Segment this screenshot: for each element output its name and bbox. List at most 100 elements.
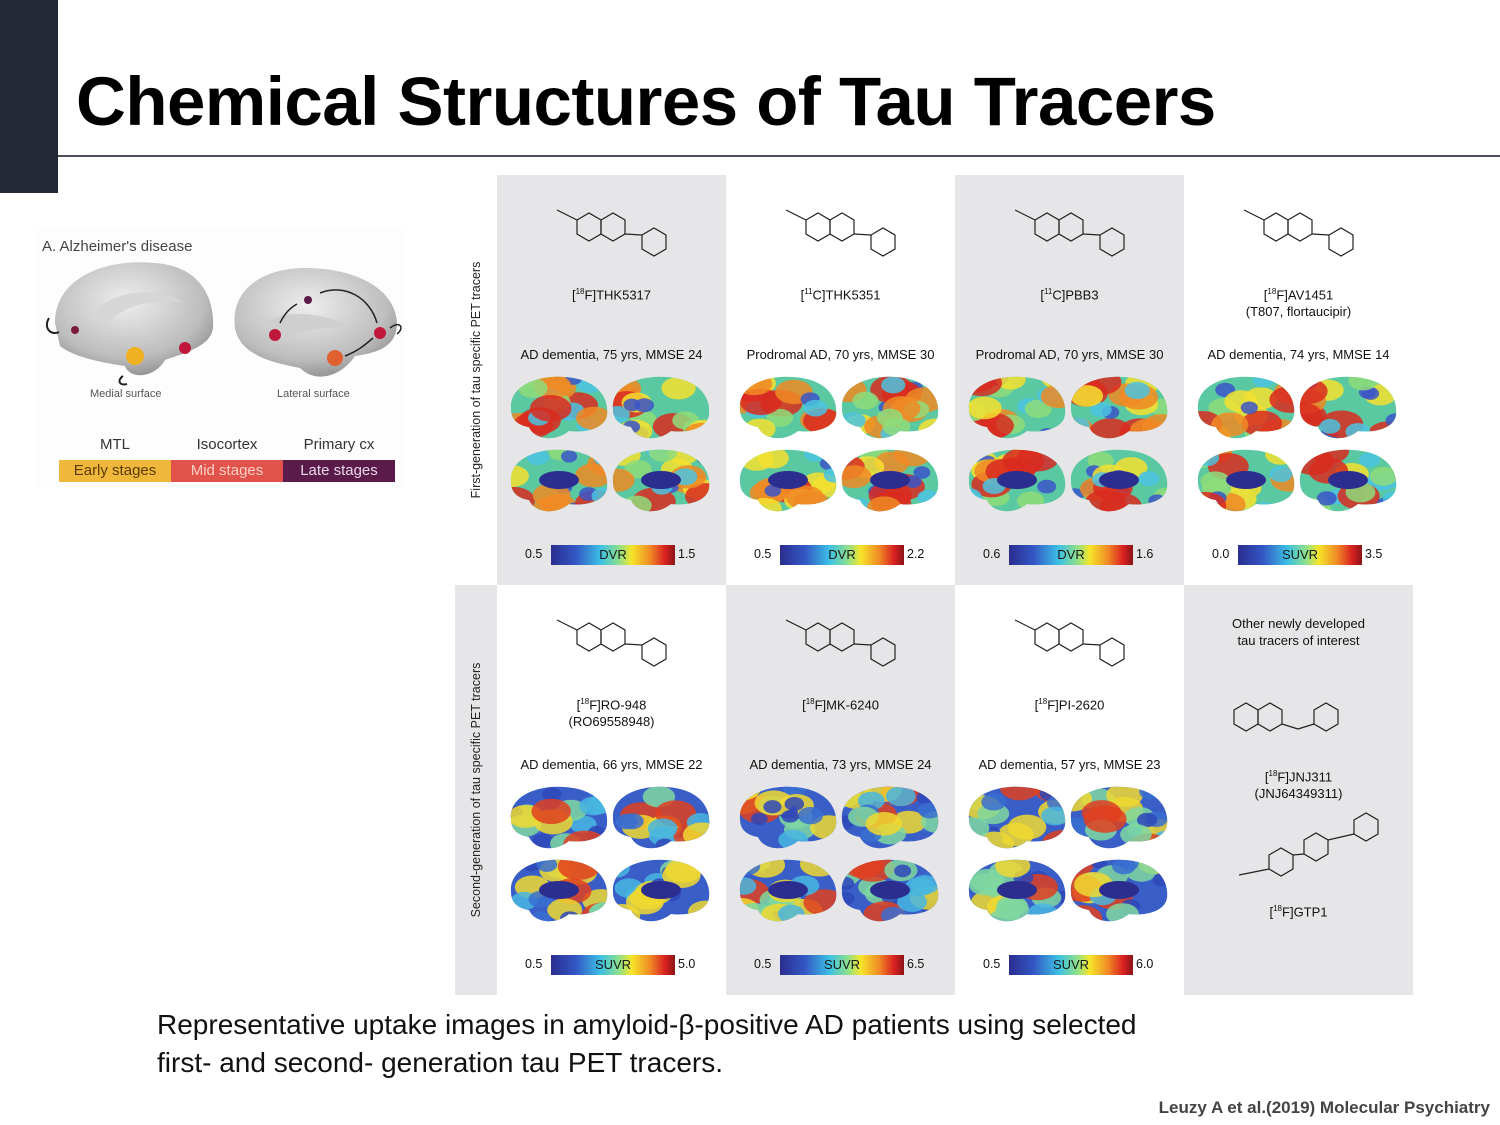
scale-min: 0.6	[983, 547, 1001, 561]
chemical-structure	[726, 590, 955, 690]
patient-info: AD dementia, 73 yrs, MMSE 24	[749, 757, 932, 772]
scale-label: DVR	[828, 547, 856, 562]
scale-max: 6.5	[907, 957, 925, 971]
brain-render	[510, 786, 608, 849]
brain-render	[841, 859, 939, 922]
scale-gradient: DVR	[780, 545, 904, 565]
scale-max: 1.5	[678, 547, 696, 561]
chemical-structure	[1238, 812, 1379, 877]
patient-info: AD dementia, 74 yrs, MMSE 14	[1207, 347, 1390, 362]
patient-info: AD dementia, 57 yrs, MMSE 23	[978, 757, 1161, 772]
chemical-structure	[497, 180, 726, 280]
brain-render	[968, 376, 1066, 439]
pet-uptake-images	[967, 375, 1172, 515]
scale-label: DVR	[599, 547, 627, 562]
scale-gradient: SUVR	[1238, 545, 1362, 565]
scale-min: 0.0	[1212, 547, 1230, 561]
brain-render	[612, 859, 710, 922]
ad-staging-figure: A. Alzheimer's disease Medial surface La…	[35, 228, 405, 488]
stage-late: Late stages	[283, 460, 395, 482]
stage-mid: Mid stages	[171, 460, 283, 482]
tracer-panel: [18F]AV1451(T807, flortaucipir)AD dement…	[1184, 175, 1413, 585]
brain-render	[1070, 859, 1168, 922]
brain-render	[510, 376, 608, 439]
brain-render	[510, 859, 608, 922]
chemical-structure	[726, 180, 955, 280]
stage-early: Early stages	[59, 460, 171, 482]
scale-min: 0.5	[525, 957, 543, 971]
pet-uptake-images	[967, 785, 1172, 925]
brain-render	[1070, 786, 1168, 849]
brain-render	[968, 859, 1066, 922]
scale-label: SUVR	[1052, 957, 1090, 972]
color-scale: 0.5 SUVR 5.0	[497, 955, 726, 975]
tracer-name: [11C]PBB3	[1040, 287, 1099, 303]
brain-render	[841, 786, 939, 849]
pet-uptake-images	[509, 375, 714, 515]
tracer-name: [18F]GTP1	[1269, 904, 1328, 920]
tracer-name: [18F]MK-6240	[802, 697, 879, 713]
brain-render	[841, 376, 939, 439]
caption-line-1: Representative uptake images in amyloid-…	[157, 1009, 1137, 1040]
title-divider	[58, 155, 1500, 157]
second-gen-label: Second-generation of tau specific PET tr…	[455, 585, 497, 995]
slide-title: Chemical Structures of Tau Tracers	[76, 63, 1216, 140]
chemical-structure	[955, 590, 1184, 690]
color-scale: 0.0 SUVR 3.5	[1184, 545, 1413, 565]
tracer-name: [18F]THK5317	[571, 287, 652, 303]
pet-uptake-images	[1196, 375, 1401, 515]
tracer-panel: [18F]PI-2620 AD dementia, 57 yrs, MMSE 23…	[955, 585, 1184, 995]
region-label: Primary cx	[303, 436, 375, 453]
scale-gradient: SUVR	[1009, 955, 1133, 975]
brain-render	[739, 859, 837, 922]
scale-gradient: SUVR	[780, 955, 904, 975]
brain-surface-illustration	[45, 262, 402, 386]
scale-gradient: DVR	[551, 545, 675, 565]
scale-max: 5.0	[678, 957, 696, 971]
tracer-panel: [18F]RO-948(RO69558948)AD dementia, 66 y…	[497, 585, 726, 995]
brain-render	[1299, 449, 1397, 512]
chemical-structure	[955, 180, 1184, 280]
tracer-name: [18F]PI-2620	[1034, 697, 1105, 713]
brain-render	[739, 786, 837, 849]
scale-gradient: SUVR	[551, 955, 675, 975]
brain-render	[1070, 449, 1168, 512]
scale-max: 6.0	[1136, 957, 1154, 971]
brain-render	[612, 376, 710, 439]
scale-label: DVR	[1057, 547, 1085, 562]
patient-info: Prodromal AD, 70 yrs, MMSE 30	[746, 347, 935, 362]
figure-caption: Representative uptake images in amyloid-…	[157, 1006, 1137, 1082]
brain-render	[968, 786, 1066, 849]
first-gen-label: First-generation of tau specific PET tra…	[455, 175, 497, 585]
brain-render	[739, 449, 837, 512]
tracer-grid: First-generation of tau specific PET tra…	[455, 175, 1413, 995]
region-label: Isocortex	[196, 436, 258, 453]
tracer-name: [11C]THK5351	[800, 287, 881, 303]
scale-label: SUVR	[823, 957, 861, 972]
ad-figure-heading: A. Alzheimer's disease	[42, 238, 193, 255]
scale-max: 2.2	[907, 547, 925, 561]
chemical-structure	[1233, 702, 1339, 732]
brain-render	[1197, 376, 1295, 439]
brain-render	[1299, 376, 1397, 439]
medial-surface-label: Medial surface	[90, 388, 162, 400]
color-scale: 0.5 SUVR 6.5	[726, 955, 955, 975]
patient-info: Prodromal AD, 70 yrs, MMSE 30	[975, 347, 1164, 362]
patient-info: AD dementia, 66 yrs, MMSE 22	[520, 757, 703, 772]
scale-max: 1.6	[1136, 547, 1154, 561]
tracer-panel: [18F]MK-6240 AD dementia, 73 yrs, MMSE 24…	[726, 585, 955, 995]
pet-uptake-images	[738, 785, 943, 925]
accent-bar	[0, 0, 58, 193]
scale-min: 0.5	[525, 547, 543, 561]
color-scale: 0.5 DVR 1.5	[497, 545, 726, 565]
brain-render	[612, 449, 710, 512]
brain-render	[1197, 449, 1295, 512]
chemical-structure	[497, 590, 726, 690]
scale-min: 0.5	[983, 957, 1001, 971]
brain-render	[968, 449, 1066, 512]
